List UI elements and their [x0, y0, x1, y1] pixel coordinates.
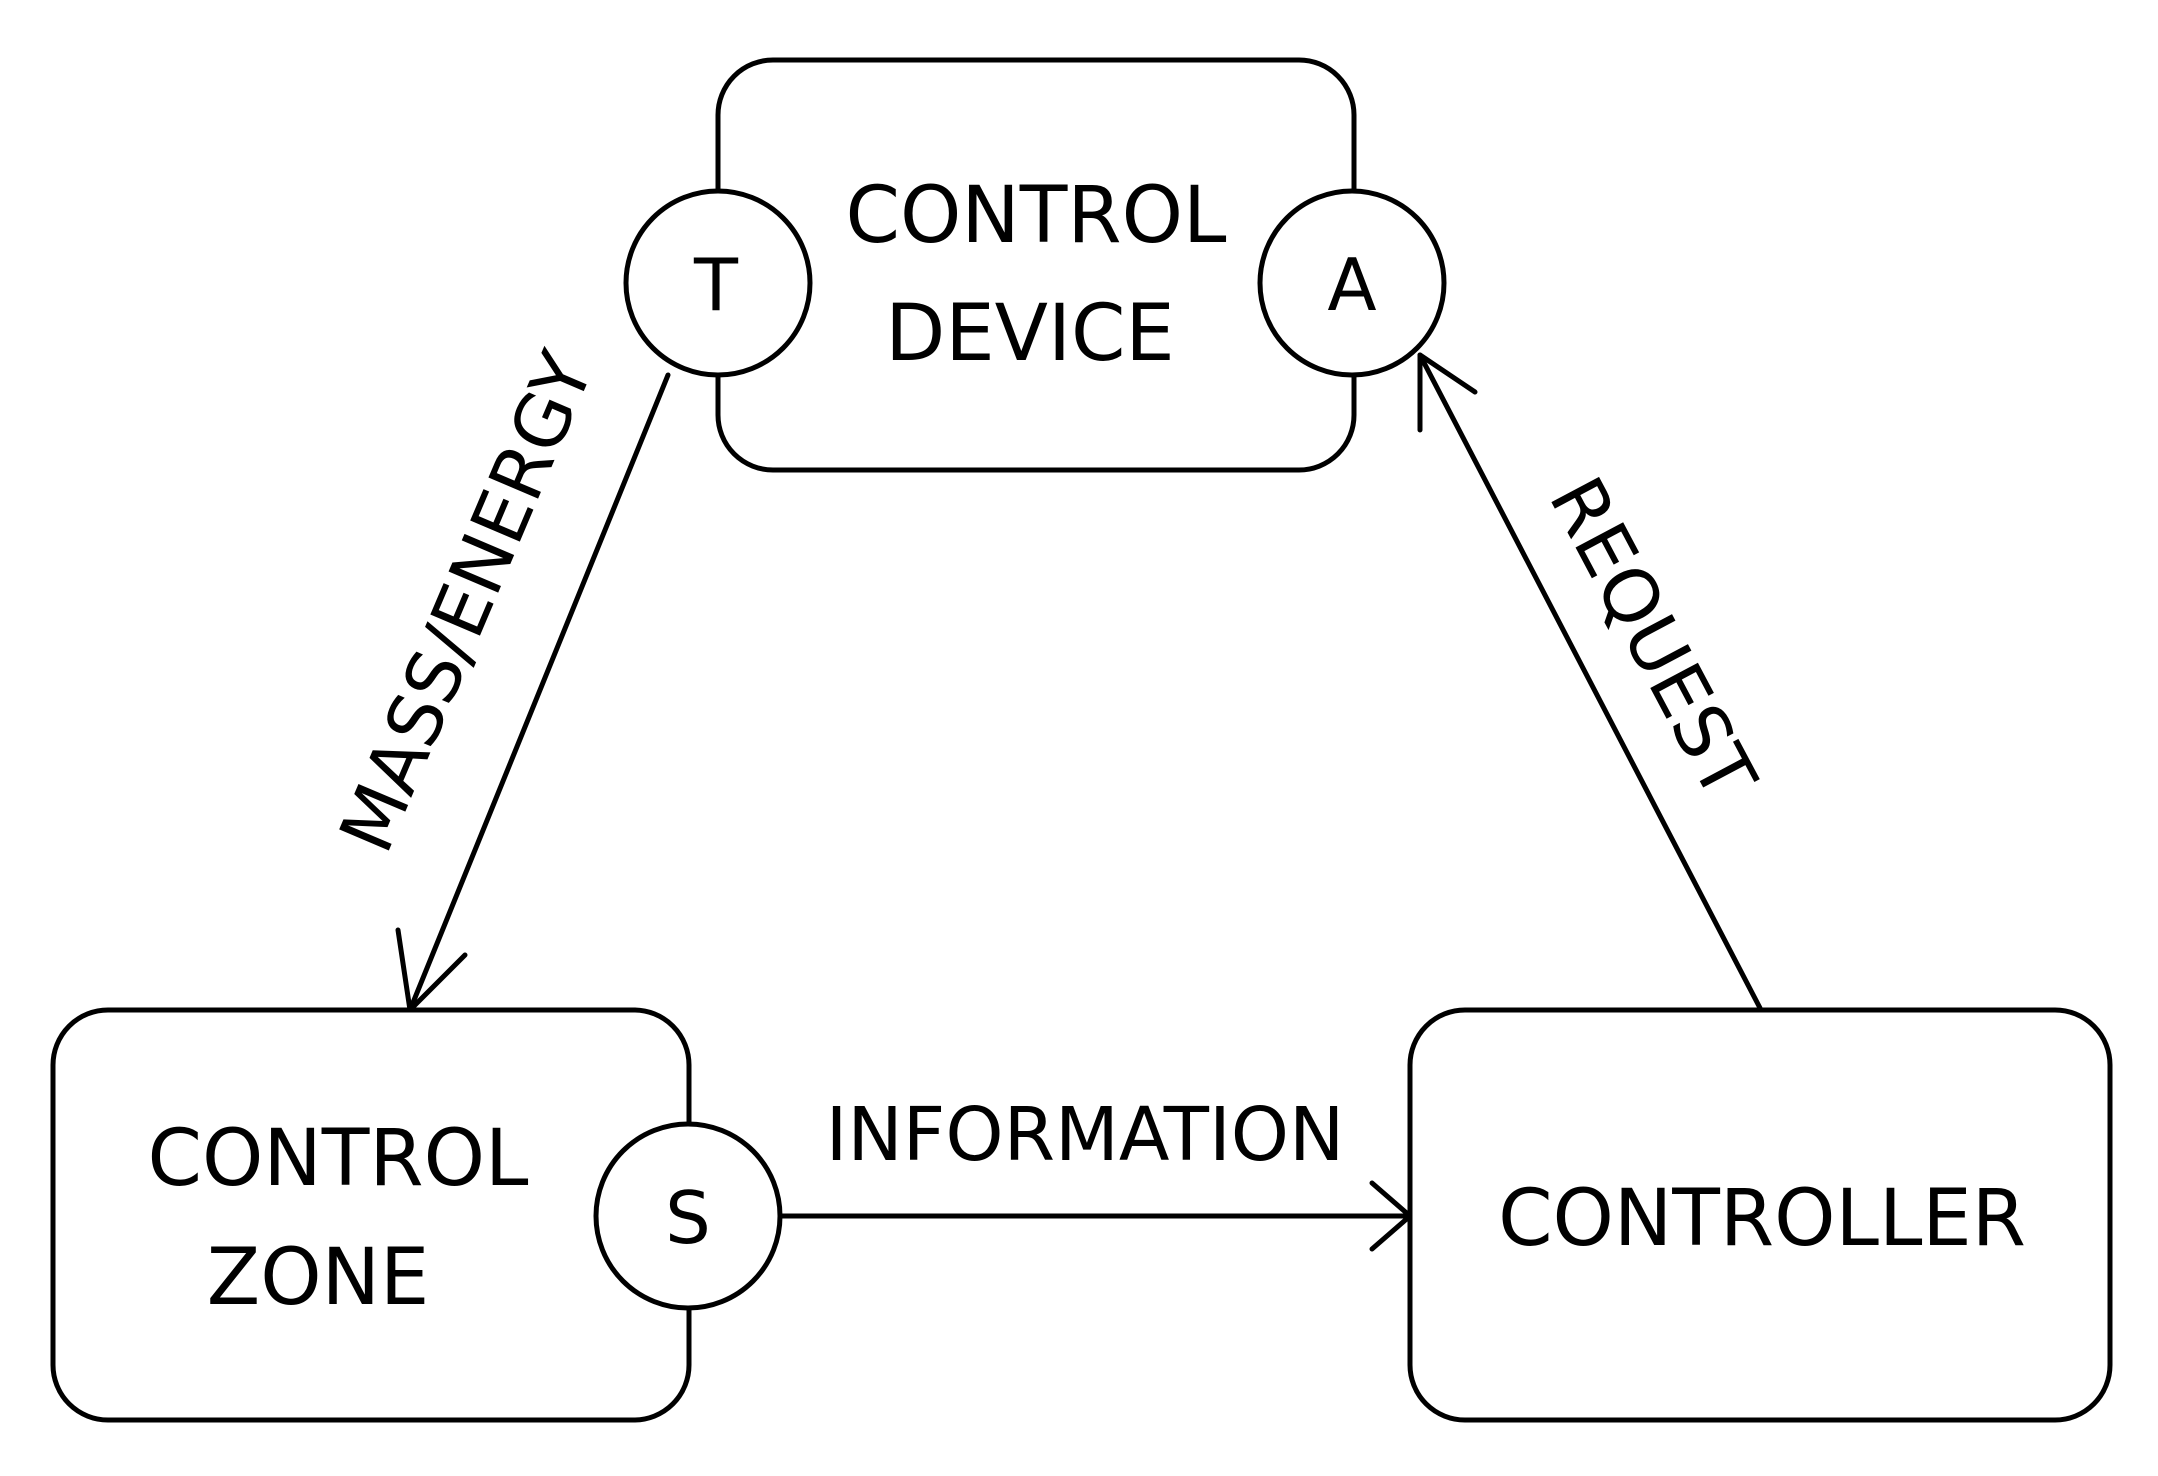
- control-device-node: CONTROL DEVICE: [715, 57, 1357, 473]
- control-device-label-line2: DEVICE: [885, 289, 1174, 379]
- port-t-label: T: [693, 243, 739, 327]
- control-device-label-line1: CONTROL: [846, 171, 1227, 261]
- request-edge: [1417, 352, 1763, 1011]
- request-arrowhead: [1417, 352, 1478, 433]
- controller-label: CONTROLLER: [1498, 1174, 2026, 1264]
- port-a-label: A: [1327, 243, 1376, 327]
- mass-energy-label: MASS/ENERGY: [323, 340, 611, 864]
- information-edge: [777, 1180, 1413, 1252]
- control-zone-label-line2: ZONE: [207, 1233, 429, 1323]
- mass-energy-arrowhead: [395, 927, 468, 1013]
- port-s-circle: [593, 1121, 783, 1311]
- port-t: T: [623, 188, 813, 378]
- mass-energy-arrow-line: [407, 372, 671, 1013]
- port-t-circle: [623, 188, 813, 378]
- port-s-label: S: [665, 1176, 711, 1260]
- control-zone-label-line1: CONTROL: [148, 1114, 529, 1204]
- control-zone-node: CONTROL ZONE: [50, 1007, 692, 1423]
- port-s: S: [593, 1121, 783, 1311]
- information-label: INFORMATION: [826, 1092, 1345, 1178]
- port-a: A: [1257, 188, 1447, 378]
- controller-node: CONTROLLER: [1407, 1007, 2113, 1423]
- port-a-circle: [1257, 188, 1447, 378]
- controller-box: [1407, 1007, 2113, 1423]
- control-device-box: [715, 57, 1357, 473]
- request-arrow-line: [1417, 352, 1763, 1011]
